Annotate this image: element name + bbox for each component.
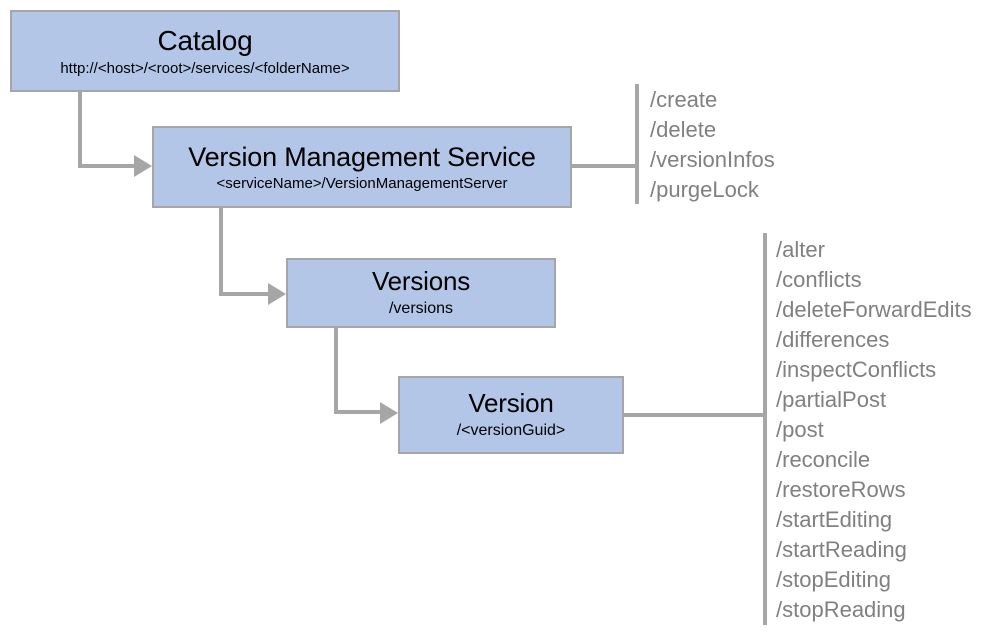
node-versions-subtitle: /versions xyxy=(388,300,454,318)
version-operation-item-10[interactable]: /startReading xyxy=(776,537,907,562)
version-operation-item-9[interactable]: /startEditing xyxy=(776,507,893,532)
version-operation-item-4[interactable]: /inspectConflicts xyxy=(776,357,937,382)
node-versions-title: Versions xyxy=(371,266,471,297)
service-operation-item-3[interactable]: /purgeLock xyxy=(650,177,759,202)
operations-group-bar-service xyxy=(635,84,639,204)
connector-service-to-operations xyxy=(571,164,639,168)
version-operations-list: /alter/conflicts/deleteForwardEdits/diff… xyxy=(776,235,972,625)
version-operation-item-6[interactable]: /post xyxy=(776,417,824,442)
version-operation-item-8[interactable]: /restoreRows xyxy=(776,477,906,502)
connector-catalog-to-service-horizontal xyxy=(78,164,140,168)
connector-versions-to-version-vertical xyxy=(334,328,338,414)
connector-version-to-operations xyxy=(624,413,767,417)
arrowhead-catalog-to-service xyxy=(134,155,152,177)
connector-service-to-versions-vertical xyxy=(219,208,223,292)
arrowhead-versions-to-version xyxy=(380,402,398,424)
node-catalog-subtitle: http://<host>/<root>/services/<folderNam… xyxy=(60,59,350,77)
service-operation-item-1[interactable]: /delete xyxy=(650,117,717,142)
node-version-management-service-title: Version Management Service xyxy=(188,141,536,172)
version-operation-item-7[interactable]: /reconcile xyxy=(776,447,871,472)
service-operation-item-0[interactable]: /create xyxy=(650,87,718,112)
node-version-management-service-subtitle: <serviceName>/VersionManagementServer xyxy=(216,174,508,192)
version-operation-item-2[interactable]: /deleteForwardEdits xyxy=(776,297,972,322)
node-version-management-service[interactable]: Version Management Service <serviceName>… xyxy=(152,126,572,208)
node-catalog[interactable]: Catalog http://<host>/<root>/services/<f… xyxy=(10,10,400,92)
version-operation-item-3[interactable]: /differences xyxy=(776,327,890,352)
version-operation-item-5[interactable]: /partialPost xyxy=(776,387,887,412)
arrowhead-service-to-versions xyxy=(268,283,286,305)
operations-group-bar-version xyxy=(763,233,767,625)
node-version-title: Version xyxy=(468,388,554,419)
service-operation-item-2[interactable]: /versionInfos xyxy=(650,147,775,172)
version-operation-item-11[interactable]: /stopEditing xyxy=(776,567,891,592)
service-operations-list: /create/delete/versionInfos/purgeLock xyxy=(650,85,775,205)
node-catalog-title: Catalog xyxy=(157,25,253,57)
version-operation-item-1[interactable]: /conflicts xyxy=(776,267,862,292)
version-operation-item-0[interactable]: /alter xyxy=(776,237,825,262)
connector-service-to-versions-horizontal xyxy=(219,292,275,296)
connector-catalog-to-service-vertical xyxy=(78,92,82,164)
connector-versions-to-version-horizontal xyxy=(334,410,390,414)
node-versions[interactable]: Versions /versions xyxy=(286,258,556,328)
node-version[interactable]: Version /<versionGuid> xyxy=(398,376,624,454)
node-version-subtitle: /<versionGuid> xyxy=(456,422,566,440)
version-operation-item-12[interactable]: /stopReading xyxy=(776,597,906,622)
